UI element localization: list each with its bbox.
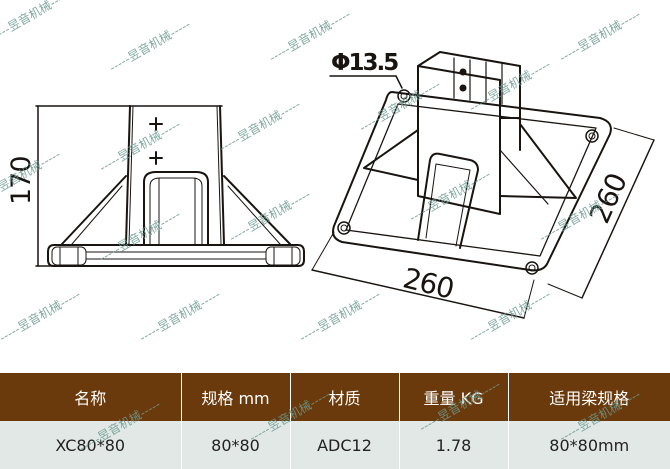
cell-material: ADC12 <box>289 421 399 469</box>
cell-weight: 1.78 <box>398 421 508 469</box>
cell-beam-spec: 80*80mm <box>507 421 670 469</box>
cell-spec: 80*80 <box>180 421 290 469</box>
drawing-lines <box>35 51 655 319</box>
table-row: XC80*80 80*80 ADC12 1.78 80*80mm <box>0 421 670 469</box>
header-material: 材质 <box>289 373 399 421</box>
header-weight: 重量 KG <box>398 373 508 421</box>
header-beam-spec: 适用梁规格 <box>507 373 670 421</box>
cell-name: XC80*80 <box>0 421 181 469</box>
technical-drawing: 170 Φ13.5 260 260 <box>6 50 655 319</box>
header-spec: 规格 mm <box>180 373 290 421</box>
spec-table-header-row: 名称 规格 mm 材质 重量 KG 适用梁规格 <box>0 373 670 421</box>
height-dimension-label: 170 <box>6 156 37 205</box>
spec-table: 名称 规格 mm 材质 重量 KG 适用梁规格 XC80*80 80*80 AD… <box>0 373 670 469</box>
header-name: 名称 <box>0 373 181 421</box>
hole-diameter-label: Φ13.5 <box>331 50 399 76</box>
